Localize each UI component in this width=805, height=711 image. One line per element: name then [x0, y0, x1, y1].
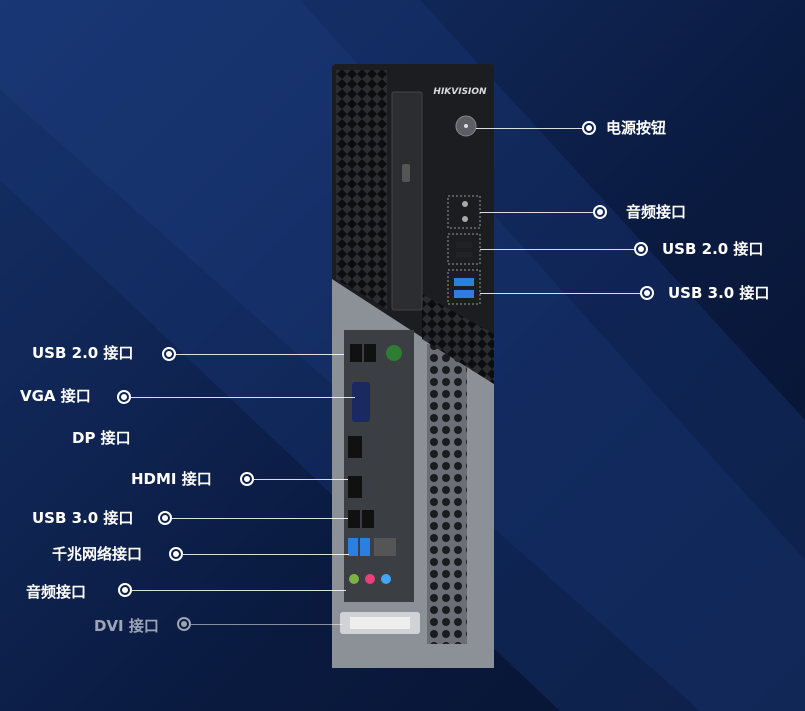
front-usb3-callout-dot [640, 286, 654, 300]
rear-label-usb3: USB 3.0 接口 [32, 509, 134, 527]
rear-label-dvi: DVI 接口 [94, 617, 159, 635]
front-label-audio: 音频接口 [626, 203, 687, 221]
rear-lan-callout-line [183, 554, 349, 555]
front-usb3-callout-line [480, 293, 640, 294]
rear-audio-callout-line [132, 590, 346, 591]
power-callout-dot [582, 121, 596, 135]
front-audio-callout-line [480, 212, 594, 213]
front-usb2-ports [447, 233, 481, 265]
rear-label-lan: 千兆网络接口 [52, 545, 143, 563]
rear-lan-callout-dot [169, 547, 183, 561]
rear-hdmi-callout-line [254, 479, 348, 480]
rear-vga-callout-dot [117, 390, 131, 404]
front-label-usb3: USB 3.0 接口 [668, 284, 770, 302]
front-label-usb2: USB 2.0 接口 [662, 240, 764, 258]
brand-logo: HIKVISION [433, 87, 487, 97]
rear-label-audio: 音频接口 [26, 583, 87, 601]
power-callout-line [476, 128, 584, 129]
rear-usb3-callout-line [172, 518, 348, 519]
rear-dvi-callout-line [191, 624, 343, 625]
front-label-power: 电源按钮 [606, 119, 667, 137]
rear-usb2-callout-dot [162, 347, 176, 361]
rear-vga-callout-line [131, 397, 355, 398]
rear-hdmi-callout-dot [240, 472, 254, 486]
front-usb3-ports [447, 269, 481, 305]
rear-vent [427, 344, 467, 644]
rear-label-usb2: USB 2.0 接口 [32, 344, 134, 362]
rear-label-hdmi: HDMI 接口 [131, 470, 212, 488]
rear-audio-callout-dot [118, 583, 132, 597]
rear-label-vga: VGA 接口 [20, 387, 91, 405]
optical-drive [391, 91, 423, 311]
front-audio-callout-dot [593, 205, 607, 219]
rear-usb3-callout-dot [158, 511, 172, 525]
front-usb2-callout-dot [634, 242, 648, 256]
rear-dvi-callout-dot [177, 617, 191, 631]
rear-io-panel [344, 330, 414, 602]
pc-tower-illustration: HIKVISION [332, 64, 494, 668]
rear-label-dp: DP 接口 [72, 429, 131, 447]
rear-usb2-callout-line [176, 354, 344, 355]
front-usb2-callout-line [480, 249, 634, 250]
front-mesh [336, 70, 387, 309]
